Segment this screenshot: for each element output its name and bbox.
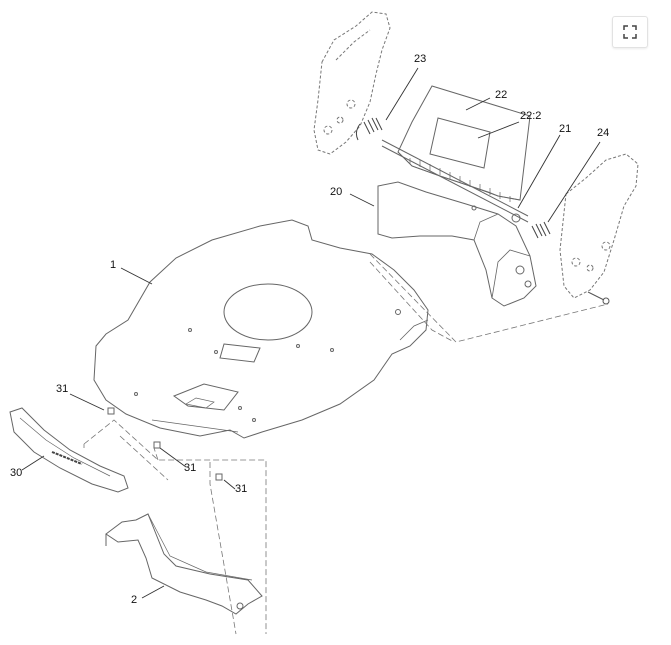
- deck-bolts: [107, 407, 223, 481]
- fullscreen-icon: [623, 25, 637, 39]
- callout-30: 30: [10, 467, 23, 479]
- hinge-rod: [381, 139, 529, 223]
- left-side-plate: [313, 11, 391, 155]
- callout-21: 21: [559, 123, 572, 135]
- callout-22-2: 22:2: [520, 110, 542, 122]
- callout-23: 23: [414, 53, 427, 65]
- callout-31-a: 31: [56, 383, 69, 395]
- right-spring: [531, 221, 551, 239]
- front-baffle: [105, 513, 263, 615]
- left-spring: [355, 117, 383, 141]
- callout-2: 2: [131, 594, 138, 606]
- leader-lines: [21, 67, 601, 599]
- mower-deck: [93, 219, 429, 439]
- rear-discharge-housing: [377, 181, 537, 307]
- front-bumper: [9, 407, 129, 493]
- callout-20: 20: [330, 186, 343, 198]
- expand-button[interactable]: [612, 16, 648, 48]
- callout-24: 24: [597, 127, 610, 139]
- grass-deflector-flap: [397, 85, 531, 202]
- callout-31-b: 31: [184, 462, 197, 474]
- callout-22: 22: [495, 89, 508, 101]
- phantom-lines: [83, 253, 609, 635]
- callout-31-c: 31: [235, 483, 248, 495]
- right-side-plate: [559, 153, 639, 299]
- callout-1: 1: [110, 259, 117, 271]
